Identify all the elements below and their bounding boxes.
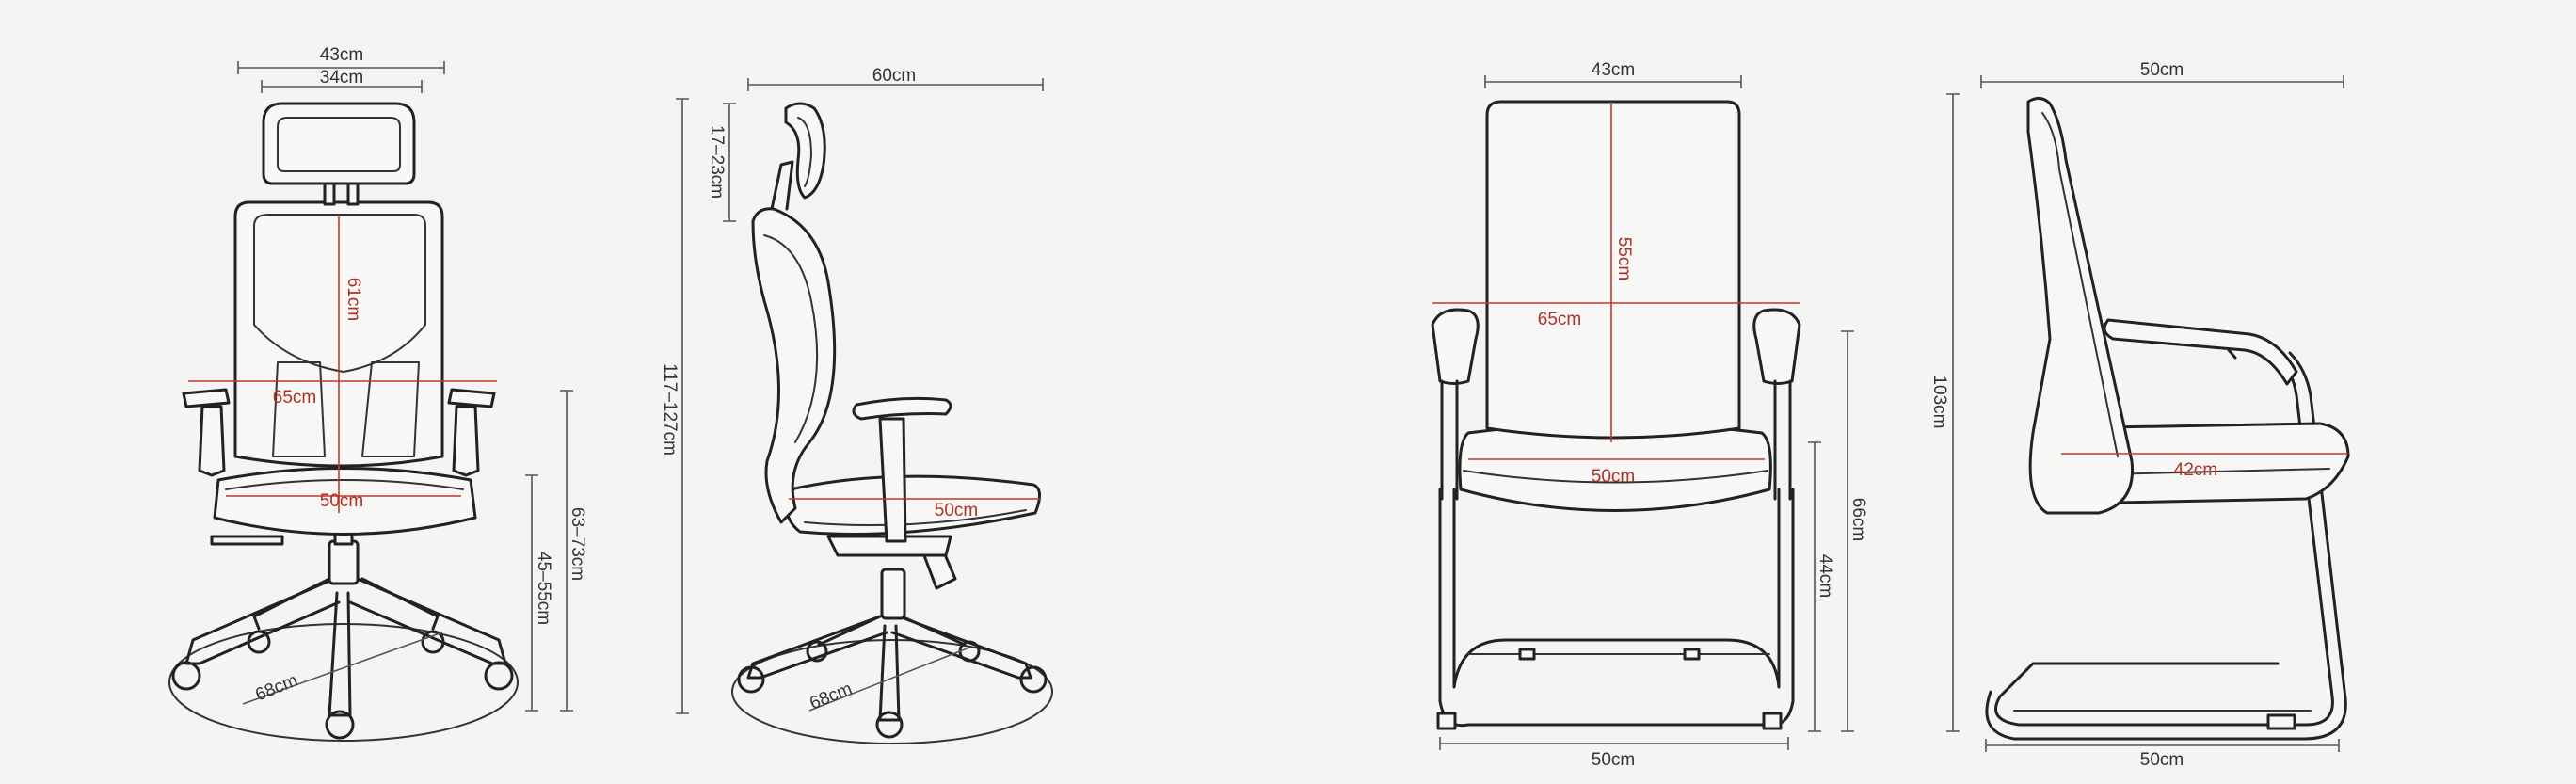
label-base-depth: 50cm (2140, 750, 2184, 770)
label-headrest: 17–23cm (707, 125, 727, 199)
armrest (2103, 318, 2298, 386)
label-width-outer: 43cm (320, 45, 363, 65)
star-base (737, 615, 1048, 739)
label-seat-height: 44cm (1816, 554, 1835, 598)
label-seat-width: 50cm (320, 491, 363, 511)
label-base: 68cm (252, 670, 300, 705)
right-armrest (1752, 308, 1801, 501)
gas-cylinder (328, 525, 360, 585)
dimension-lines (188, 61, 573, 712)
label-arm-height: 63–73cm (568, 507, 587, 581)
star-base (171, 577, 514, 740)
office-chair-front-view: 43cm 34cm 61cm 65cm 50cm 63–73cm 45–55cm… (168, 45, 587, 742)
base-footprint-ellipse (168, 623, 519, 742)
mesh-backrest (751, 207, 837, 524)
left-armrest (1431, 308, 1480, 501)
left-armrest (182, 388, 231, 477)
label-seat-height: 45–55cm (534, 552, 553, 625)
label-base-width: 50cm (1592, 750, 1635, 770)
label-arm-span: 65cm (1538, 310, 1581, 329)
label-total-height: 103cm (1929, 375, 1949, 428)
office-chair-side-view: 60cm 17–23cm 117–127cm 50cm 68cm (660, 66, 1053, 744)
headrest (770, 102, 826, 211)
label-back-width: 43cm (1592, 60, 1635, 80)
seat-cushion (213, 467, 477, 536)
guest-chair-side-view: 50cm 103cm 42cm 50cm (1929, 60, 2350, 770)
label-width-inner: 34cm (320, 68, 363, 88)
backrest (2026, 97, 2135, 515)
label-depth: 60cm (872, 66, 916, 86)
guest-chair-front-view: 43cm 55cm 65cm 50cm 66cm 44cm 50cm (1431, 60, 1868, 770)
headrest (262, 102, 416, 206)
label-back-height: 61cm (344, 278, 363, 321)
dimension-lines (676, 78, 1044, 714)
label-total-height: 117–127cm (660, 363, 680, 456)
label-base: 68cm (807, 679, 855, 713)
backrest (1485, 100, 1741, 440)
dimension-lines (1946, 75, 2348, 752)
label-seat-depth: 50cm (935, 501, 978, 520)
seat-cushion (785, 474, 1041, 536)
right-armrest (447, 388, 496, 477)
label-depth: 50cm (2140, 60, 2184, 80)
armrest (852, 396, 952, 543)
label-seat-width: 50cm (1592, 467, 1635, 487)
label-arm-height: 66cm (1848, 498, 1868, 541)
label-arm-span: 65cm (273, 388, 316, 408)
sled-base (1436, 488, 1795, 730)
gas-cylinder (880, 544, 957, 620)
label-back-height: 55cm (1614, 237, 1634, 280)
label-seat-depth: 42cm (2174, 460, 2217, 480)
base-footprint-ellipse (731, 639, 1053, 744)
dimension-lines (1432, 75, 1854, 750)
